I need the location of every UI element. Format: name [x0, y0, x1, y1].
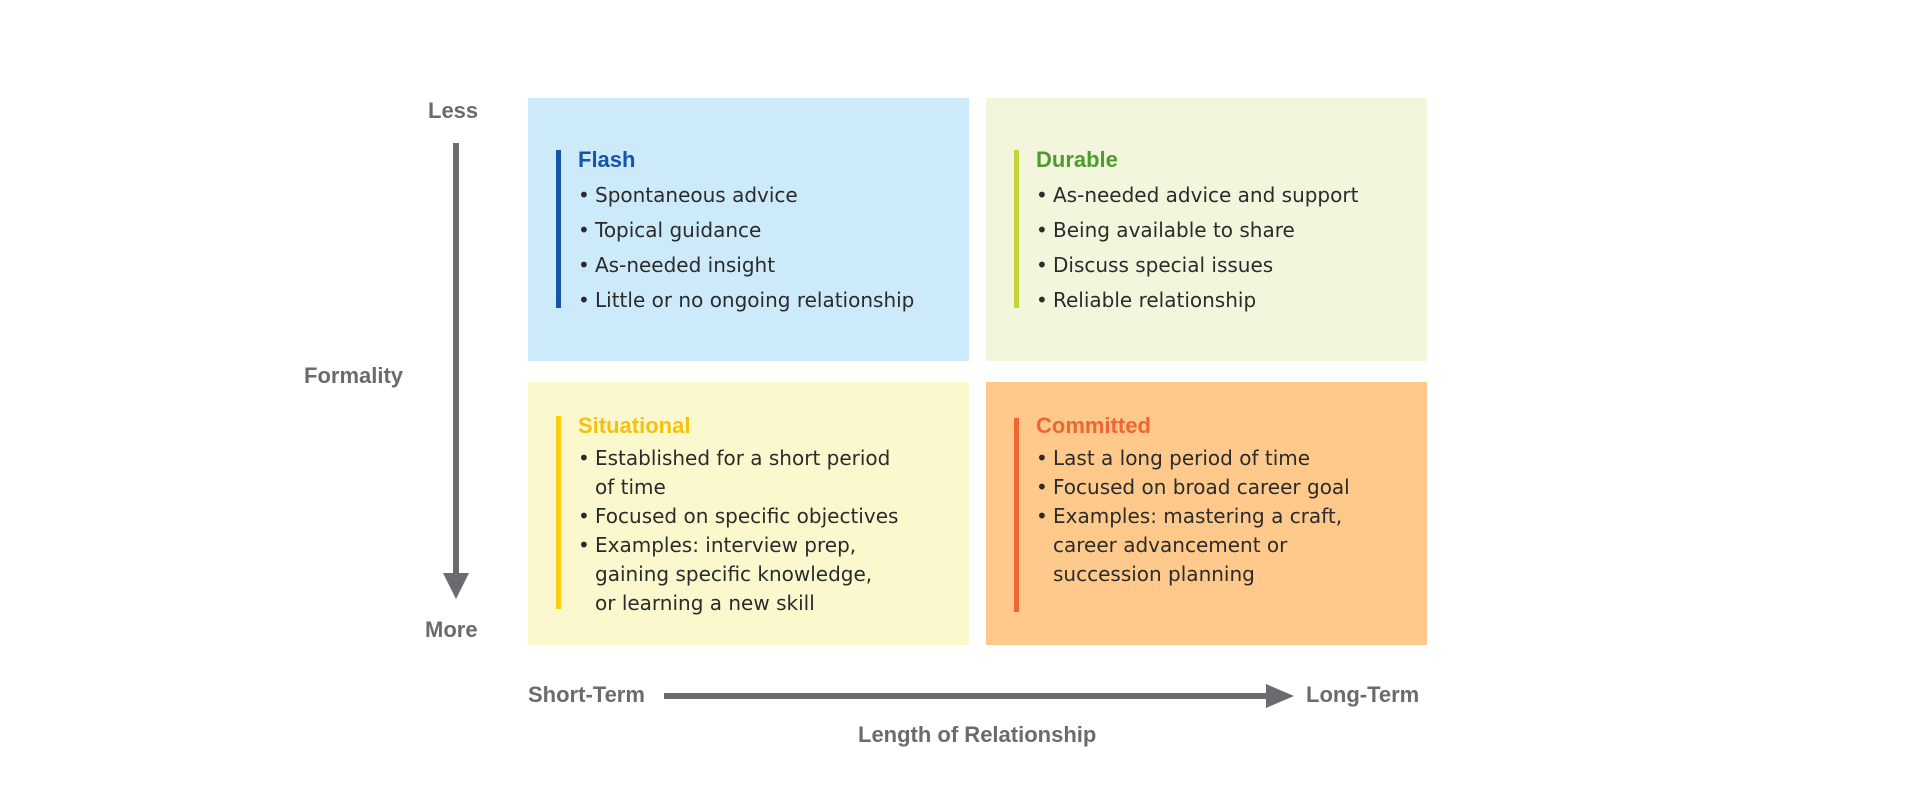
quadrant-list: Spontaneous advice Topical guidance As-n… — [578, 178, 961, 318]
quadrant-committed: Committed Last a long period of time Foc… — [986, 382, 1427, 645]
quadrant-situational: Situational Established for a short peri… — [528, 382, 969, 645]
list-item: Focused on broad career goal — [1036, 473, 1419, 502]
horizontal-axis-arrow — [664, 684, 1294, 708]
quadrant-title: Situational — [578, 413, 691, 438]
quadrant-list: Last a long period of time Focused on br… — [1036, 444, 1419, 589]
quadrant-title: Durable — [1036, 147, 1118, 172]
list-item: Last a long period of time — [1036, 444, 1419, 473]
quadrant-list: As-needed advice and support Being avail… — [1036, 178, 1419, 318]
list-item: Discuss special issues — [1036, 248, 1419, 283]
vertical-axis-top-label: Less — [428, 98, 479, 123]
list-item: Established for a short period of time — [578, 444, 961, 502]
quadrant-flash: Flash Spontaneous advice Topical guidanc… — [528, 98, 969, 361]
list-item: Reliable relationship — [1036, 283, 1419, 318]
quadrant-accent-bar — [556, 416, 561, 609]
vertical-axis-title: Formality — [304, 363, 404, 388]
quadrant-accent-bar — [1014, 418, 1019, 612]
list-item: As-needed insight — [578, 248, 961, 283]
list-item: Spontaneous advice — [578, 178, 961, 213]
list-item: As-needed advice and support — [1036, 178, 1419, 213]
list-item: Examples: mastering a craft, career adva… — [1036, 502, 1419, 589]
list-item: Topical guidance — [578, 213, 961, 248]
horizontal-axis-right-label: Long-Term — [1306, 682, 1420, 707]
horizontal-axis-left-label: Short-Term — [528, 682, 645, 707]
quadrant-list: Established for a short period of time F… — [578, 444, 961, 618]
horizontal-axis-title: Length of Relationship — [858, 722, 1097, 747]
quadrant-accent-bar — [1014, 150, 1019, 308]
quadrant-durable: Durable As-needed advice and support Bei… — [986, 98, 1427, 361]
quadrant-accent-bar — [556, 150, 561, 308]
quadrant-title: Flash — [578, 147, 636, 172]
list-item: Focused on specific objectives — [578, 502, 961, 531]
list-item: Being available to share — [1036, 213, 1419, 248]
vertical-axis-arrow — [443, 143, 469, 599]
vertical-axis-bottom-label: More — [425, 617, 478, 642]
quadrant-title: Committed — [1036, 413, 1151, 438]
list-item: Little or no ongoing relationship — [578, 283, 961, 318]
list-item: Examples: interview prep, gaining specif… — [578, 531, 961, 618]
